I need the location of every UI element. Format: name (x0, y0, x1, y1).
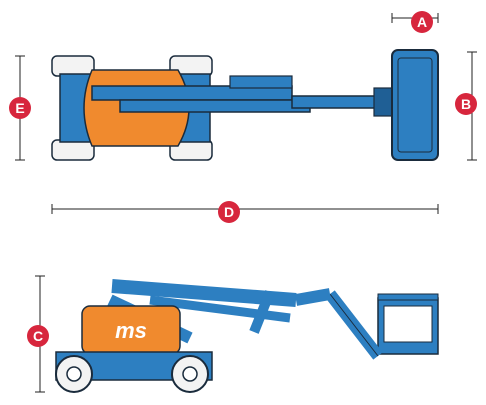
badge-d (218, 201, 240, 223)
dimension-c: C (27, 275, 49, 393)
label-b: B (461, 96, 471, 112)
top-view (51, 49, 439, 161)
top-jib (291, 95, 383, 109)
dimension-d: D (51, 201, 439, 223)
dimension-a: A (391, 11, 439, 33)
label-c: C (33, 328, 43, 344)
side-boom-mast (249, 290, 275, 334)
side-boom-riser (294, 288, 332, 306)
top-platform-inner (397, 57, 433, 153)
side-front-hub (66, 366, 82, 382)
side-basket-top (377, 293, 439, 301)
badge-a (411, 11, 433, 33)
side-basket-rail (383, 305, 433, 343)
top-front-right-wheel (51, 139, 95, 161)
top-platform (391, 49, 439, 161)
side-rear-hub (182, 366, 198, 382)
top-front-left-wheel (51, 55, 95, 77)
top-boom-lower (119, 99, 311, 113)
dimension-b: B (455, 51, 477, 161)
label-a: A (417, 14, 427, 30)
label-e: E (15, 100, 24, 116)
side-jib-outline (329, 293, 379, 357)
brand-logo: ms (115, 318, 147, 343)
dimension-e: E (9, 55, 31, 161)
top-boom-link (229, 75, 293, 89)
side-upper-boom-link (149, 295, 291, 323)
badge-c (27, 325, 49, 347)
side-view: ms (55, 279, 439, 393)
badge-b (455, 93, 477, 115)
badge-e (9, 97, 31, 119)
label-d: D (224, 204, 234, 220)
